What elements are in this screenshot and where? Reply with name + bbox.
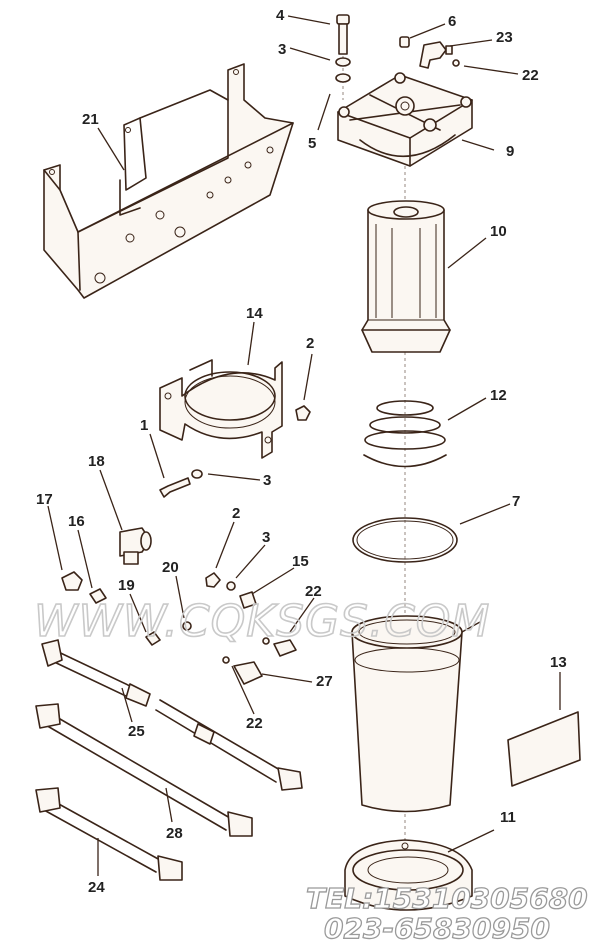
callout-15: 15 [292,553,309,570]
clamp-washer [191,469,203,479]
label-plate [507,711,581,787]
callout-2: 2 [306,335,314,352]
callout-12: 12 [490,387,507,404]
callout-21: 21 [82,111,99,128]
callout-2-mid: 2 [232,505,240,522]
hose-25 [41,639,303,791]
website-watermark: WWW.CQKSGS.COM [34,596,490,647]
callout-22-low: 22 [246,715,263,732]
elbow-fitting [419,41,453,69]
callout-20: 20 [162,559,179,576]
filter-element [361,200,451,353]
mounting-bracket [43,63,294,299]
callout-17: 17 [36,491,53,508]
o-ring-small [452,59,460,67]
clamp-nut [295,405,311,421]
connector-fitting [273,639,297,657]
o-ring [262,637,270,645]
mounting-clamp [159,359,283,459]
callout-7: 7 [512,493,520,510]
stud-fitting [239,591,257,609]
small-o-ring [182,621,192,631]
phone-watermark-line2: 023-65830950 [324,912,550,945]
callout-25: 25 [128,723,145,740]
nut [205,572,221,588]
callout-labels: 4 3 5 6 23 22 9 10 12 7 13 11 21 14 2 1 … [36,7,567,896]
hose-24 [35,787,183,881]
filter-bowl [351,615,463,813]
callout-27: 27 [316,673,333,690]
callout-22: 22 [522,67,539,84]
spring [363,400,447,468]
callout-16: 16 [68,513,85,530]
small-fitting [145,631,161,646]
o-ring-lower [222,656,230,664]
callout-19: 19 [118,577,135,594]
washer [226,581,236,591]
clamp-bolt [159,477,191,498]
bolt-top [336,14,350,55]
callout-1: 1 [140,417,148,434]
filter-head [337,72,473,167]
nut-fitting [61,571,83,591]
callout-5: 5 [308,135,316,152]
plug [399,36,410,48]
leader-lines [47,15,561,876]
seal-ring [352,517,458,563]
callout-4: 4 [276,7,285,24]
callout-23: 23 [496,29,513,46]
callout-24: 24 [88,879,105,896]
callout-3-mid: 3 [262,529,270,546]
callout-6: 6 [448,13,456,30]
adapter-fitting [233,661,263,685]
callout-3-clamp: 3 [263,472,271,489]
callout-9: 9 [506,143,514,160]
callout-14: 14 [246,305,263,322]
callout-18: 18 [88,453,105,470]
callout-11: 11 [500,809,516,826]
callout-22-mid: 22 [305,583,322,600]
phone-watermark-line1: TEL:15310305680 [306,882,588,915]
hose-28 [35,703,253,837]
tee-fitting [119,527,152,565]
washer-top [335,57,351,67]
base-flange [344,839,473,911]
callout-10: 10 [490,223,507,240]
lock-washer-top [335,73,351,83]
callout-3: 3 [278,41,286,58]
ferrule [89,588,107,604]
callout-13: 13 [550,654,567,671]
callout-28: 28 [166,825,183,842]
